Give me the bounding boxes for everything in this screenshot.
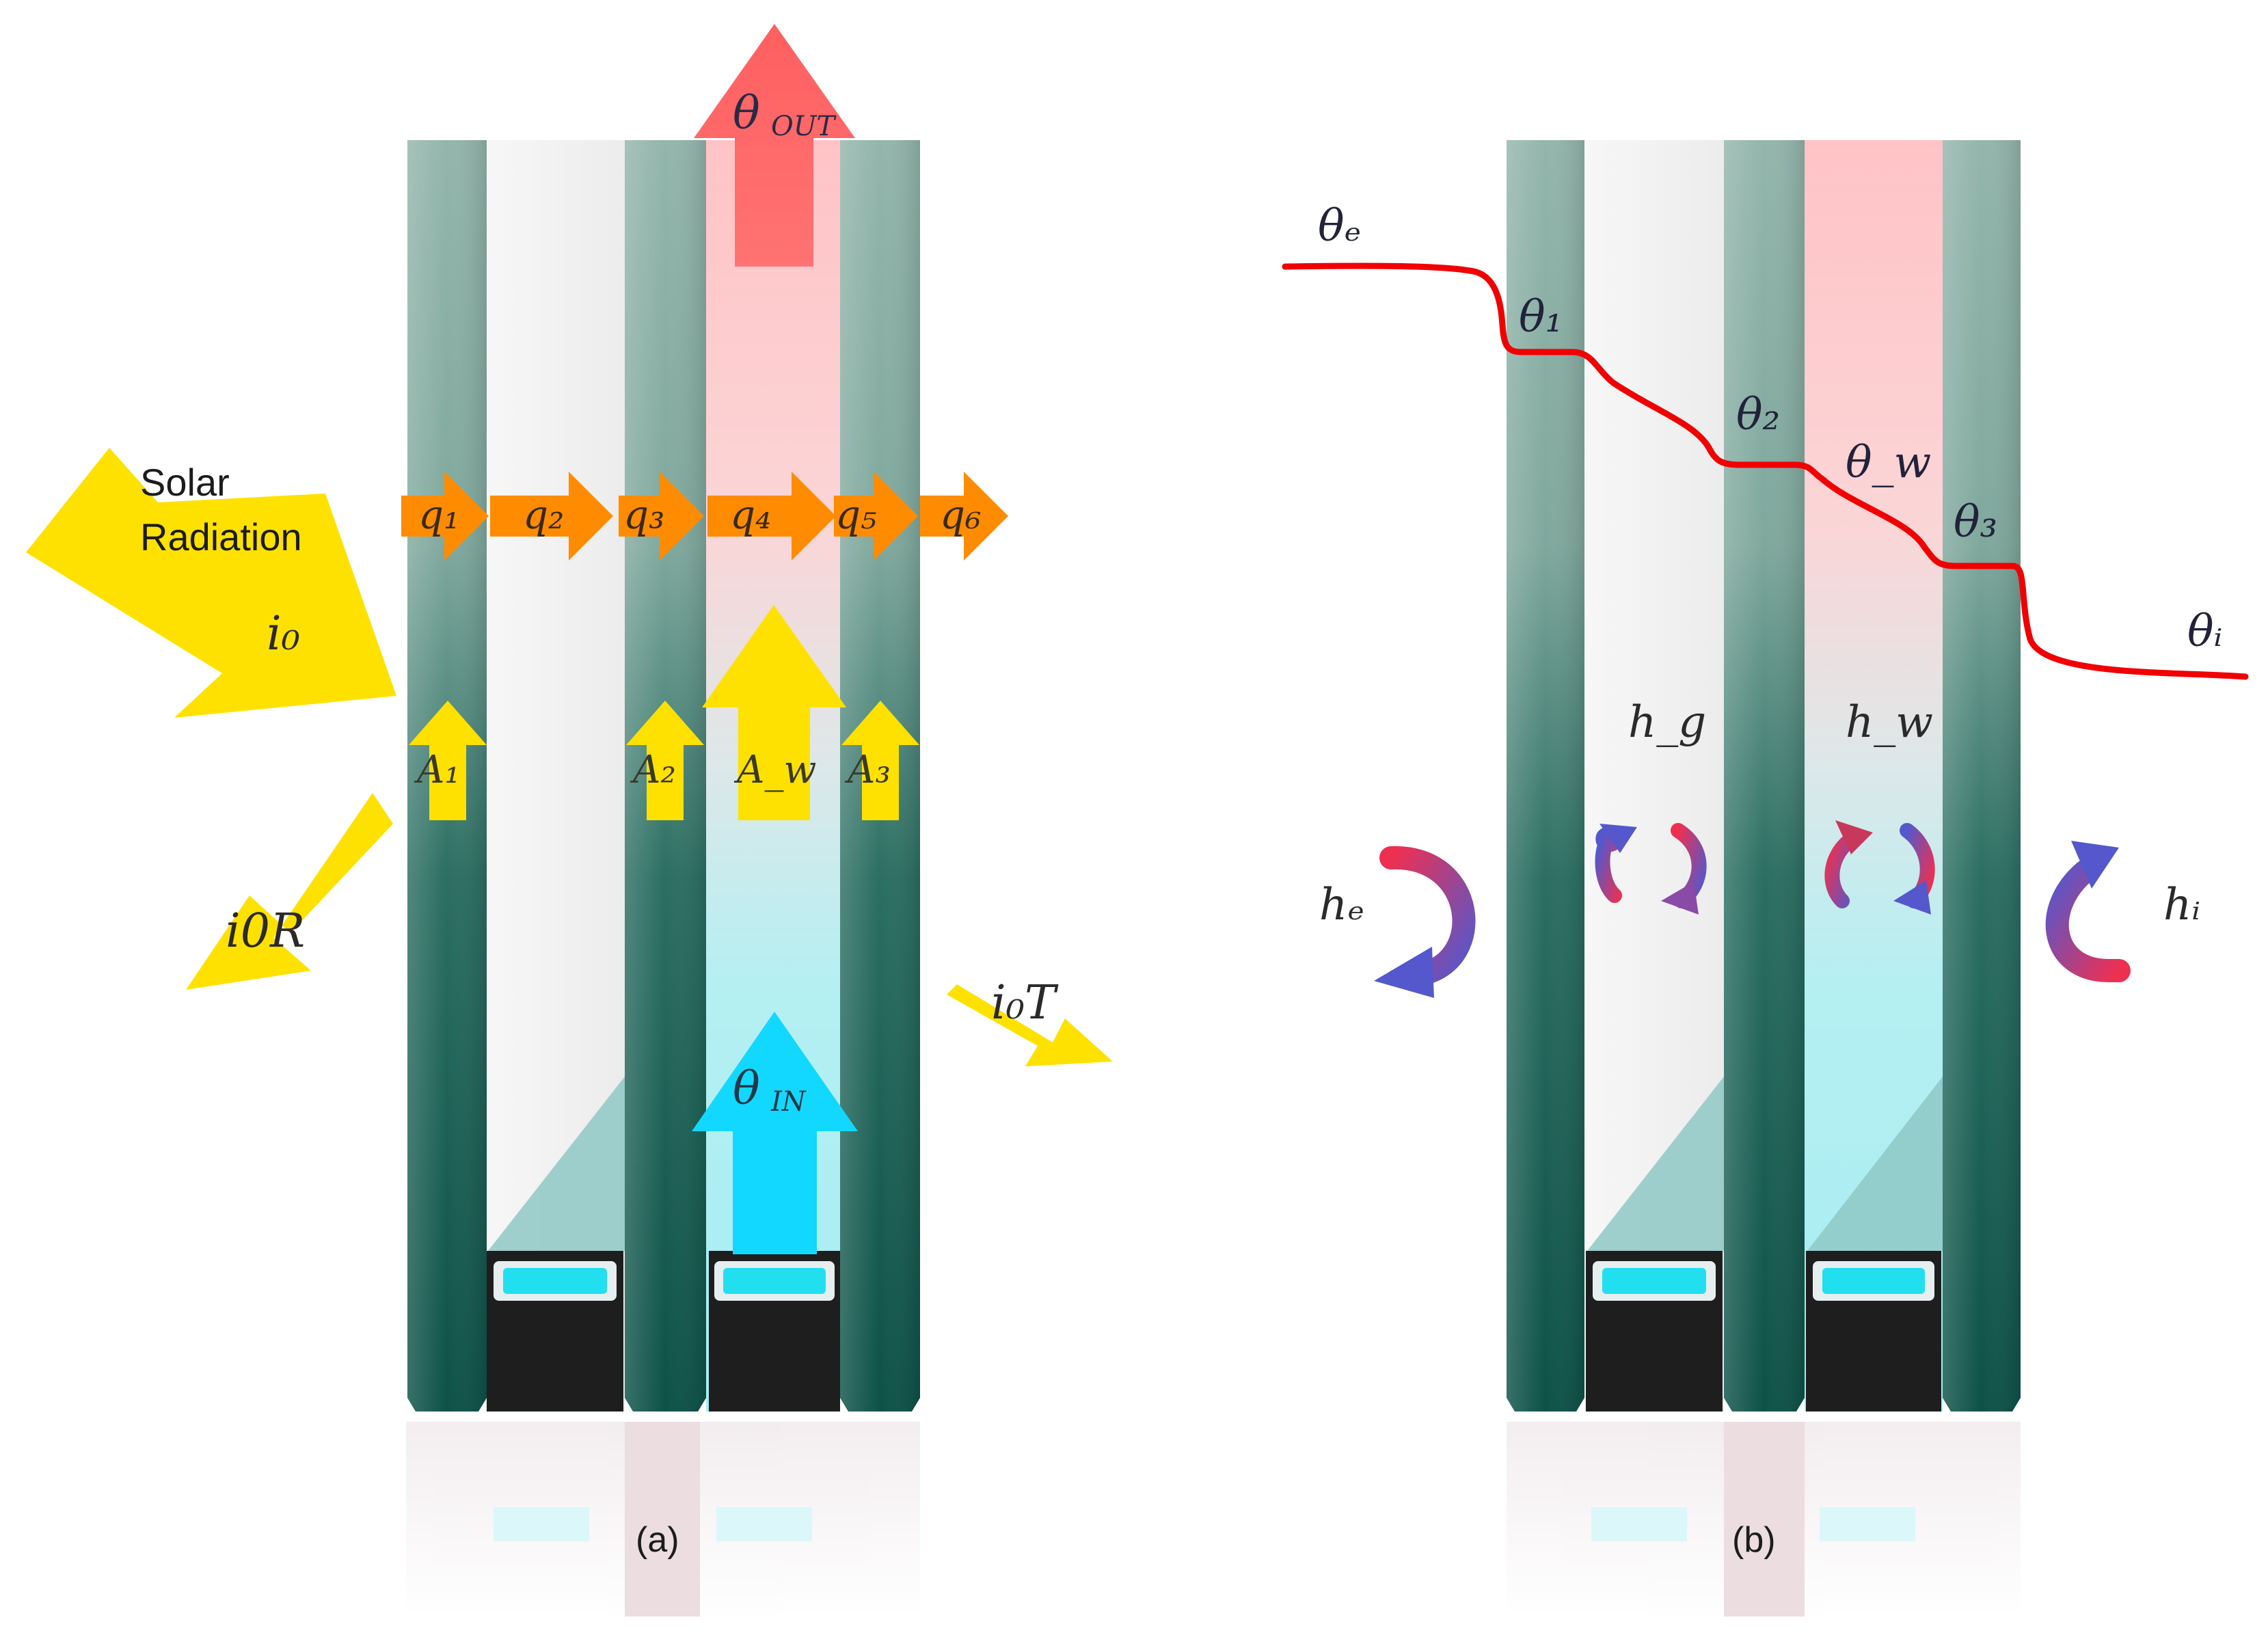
solar-label-line1: Solar — [140, 461, 230, 504]
reflected-arrow — [186, 793, 393, 990]
glass-pane-b2 — [1724, 140, 1805, 1411]
transmitted-arrow — [947, 984, 1113, 1066]
convection-hw-icon — [1824, 820, 1935, 915]
theta-in-arrow — [692, 1012, 858, 1254]
theta-1-label: θ₁ — [1519, 292, 1563, 342]
heat-flux-arrows — [401, 472, 1008, 560]
absorbed-label-aw: A_w — [733, 748, 816, 792]
theta-in-symbol: θ — [733, 1062, 760, 1115]
absorbed-label-a2: A₂ — [630, 748, 676, 792]
flux-arrow-q6 — [920, 472, 1008, 560]
he-label: hₑ — [1319, 880, 1364, 930]
temperature-profile-curve — [1282, 262, 2249, 680]
theta-2-label: θ₂ — [1736, 390, 1780, 440]
panel-b: θₑ θ₁ θ₂ θ_w θ₃ θᵢ hₑ h_g h_w h — [1282, 140, 2249, 1617]
flux-label-q2: q₂ — [523, 491, 564, 538]
caption-a: (a) — [636, 1520, 679, 1560]
spacer-b-left — [1586, 1077, 1724, 1411]
flux-label-q1: q₁ — [418, 491, 459, 538]
absorbed-label-a1: A₁ — [414, 748, 460, 792]
flux-arrow-q5 — [834, 472, 918, 560]
flux-label-q3: q₃ — [623, 491, 664, 538]
absorbed-arrows — [409, 605, 919, 820]
unit-reflection-a — [406, 1422, 920, 1617]
theta-out-arrow — [694, 24, 855, 267]
flux-arrow-q4 — [707, 472, 836, 560]
transmitted-label: i₀T — [991, 976, 1059, 1030]
solar-label-line2: Radiation — [140, 515, 302, 558]
absorbed-arrow-aw — [702, 605, 846, 820]
flux-arrow-q1 — [401, 472, 489, 560]
spacer-b-right — [1806, 1077, 1943, 1411]
theta-3-label: θ₃ — [1954, 497, 1997, 548]
spacer-a-right — [709, 1251, 840, 1411]
convection-hi-icon — [2045, 841, 2131, 982]
unit-reflection-b — [1507, 1422, 2021, 1617]
convection-hg-icon — [1595, 823, 1707, 915]
flux-label-q4: q₄ — [730, 491, 771, 538]
hg-label: h_g — [1628, 697, 1706, 748]
absorbed-arrow-a1 — [409, 701, 487, 820]
solar-incident-arrow — [26, 448, 396, 718]
theta-e-label: θₑ — [1318, 201, 1361, 252]
absorbed-label-a3: A₃ — [844, 748, 891, 792]
spacer-a-left — [487, 1077, 625, 1411]
absorbed-arrow-a2 — [626, 701, 704, 820]
theta-out-symbol: θ — [733, 87, 760, 139]
panel-a: θ OUT θ IN Solar Radiation i₀ i0R i₀T A₁… — [26, 24, 1113, 1617]
hw-label: h_w — [1846, 697, 1933, 748]
theta-out-subscript: OUT — [771, 111, 837, 142]
flux-label-q5: q₅ — [835, 491, 876, 538]
glass-pane-b1 — [1507, 140, 1584, 1411]
caption-b: (b) — [1732, 1520, 1776, 1560]
theta-w-label: θ_w — [1846, 437, 1931, 488]
theta-i-label: θᵢ — [2187, 606, 2222, 657]
glass-pane-b3 — [1943, 140, 2021, 1411]
absorbed-arrow-a3 — [841, 701, 919, 820]
flux-arrow-q2 — [490, 472, 613, 560]
convection-he-icon — [1374, 846, 1476, 998]
reflected-label: i0R — [226, 904, 305, 958]
flux-label-q6: q₆ — [940, 491, 981, 538]
flux-arrow-q3 — [619, 472, 704, 560]
incident-label: i₀ — [267, 607, 300, 661]
theta-in-subscript: IN — [770, 1086, 807, 1118]
hi-label: hᵢ — [2163, 880, 2200, 930]
